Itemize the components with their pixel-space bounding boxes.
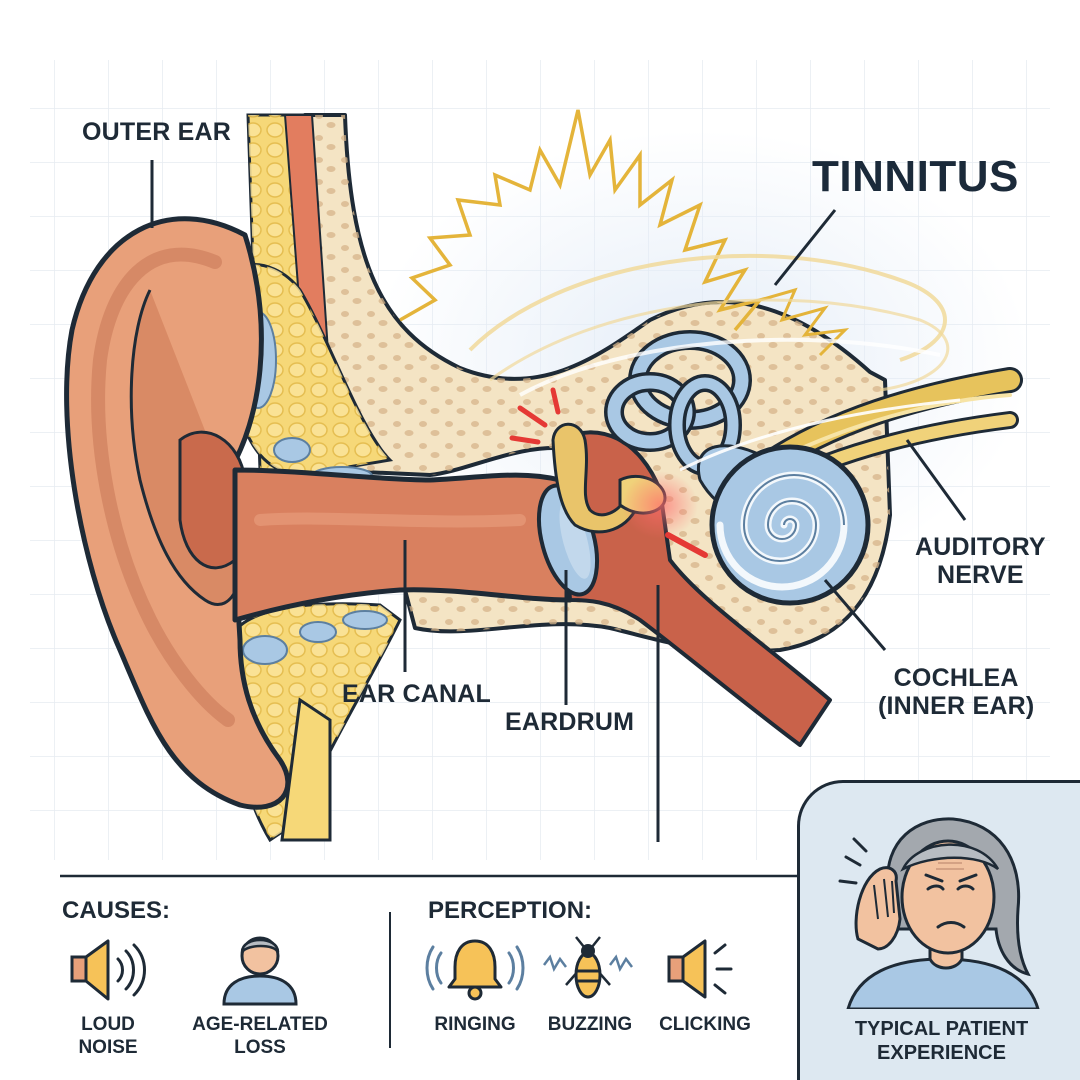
distressed-patient-icon xyxy=(838,817,1040,1009)
label-auditory-nerve: AUDITORY NERVE xyxy=(915,533,1046,589)
patient-panel: TYPICAL PATIENT EXPERIENCE xyxy=(797,780,1080,1080)
bell-icon xyxy=(425,939,525,1001)
label-ear-canal: EAR CANAL xyxy=(342,680,492,708)
clicking-speaker-icon xyxy=(667,939,733,999)
title: TINNITUS xyxy=(812,152,1019,201)
causes-heading: CAUSES: xyxy=(62,897,171,924)
cochlea-spiral xyxy=(696,444,871,606)
label-cochlea: COCHLEA (INNER EAR) xyxy=(878,664,1035,720)
perception-heading: PERCEPTION: xyxy=(428,897,593,924)
ear-canal xyxy=(232,467,573,623)
person-icon xyxy=(222,936,298,1006)
cause-label-age-related-loss: AGE-RELATED LOSS xyxy=(192,1014,328,1058)
leader-lines xyxy=(150,160,967,842)
label-outer-ear: OUTER EAR xyxy=(82,118,232,146)
perception-label-clicking: CLICKING xyxy=(659,1014,751,1035)
perception-label-buzzing: BUZZING xyxy=(547,1014,633,1035)
label-eardrum: EARDRUM xyxy=(505,708,635,736)
patient-caption: TYPICAL PATIENT EXPERIENCE xyxy=(854,1018,1029,1064)
alert-marks xyxy=(509,387,708,558)
cause-label-loud-noise: LOUD NOISE xyxy=(78,1014,138,1058)
tinnitus-sound-burst xyxy=(399,109,961,472)
perception-label-ringing: RINGING xyxy=(434,1014,516,1035)
tissue-layers xyxy=(222,113,402,843)
outer-ear-pinna xyxy=(64,216,291,810)
bee-icon xyxy=(543,936,633,999)
speaker-icon xyxy=(70,939,146,1001)
